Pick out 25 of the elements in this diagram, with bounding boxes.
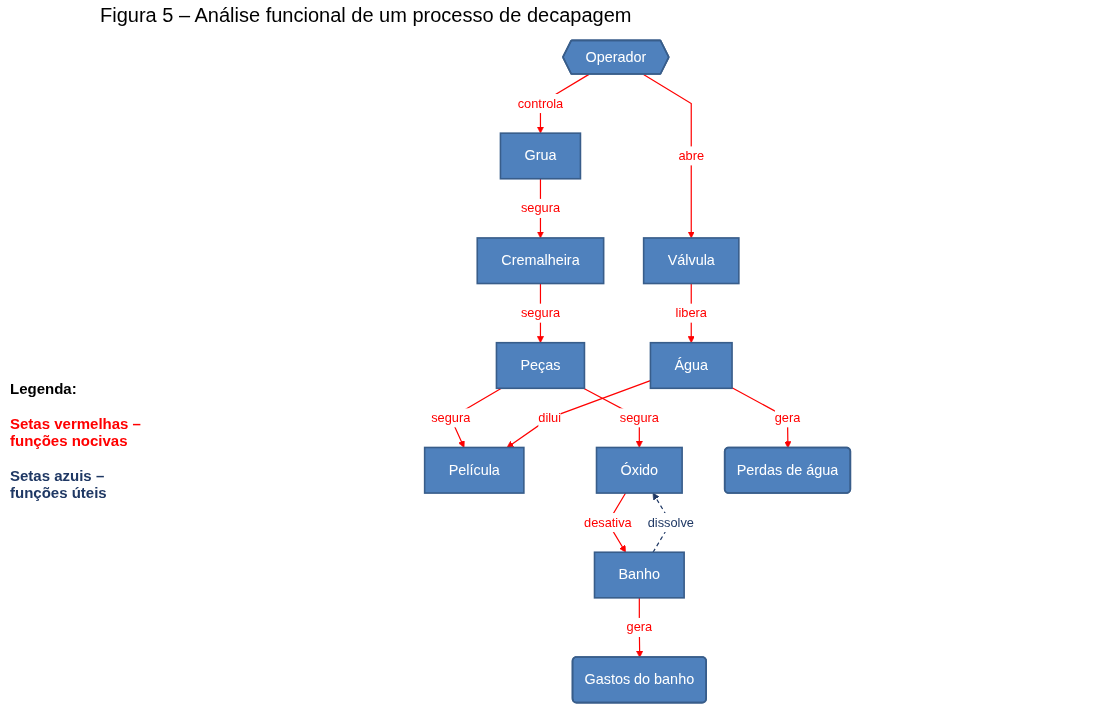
node-box: Banho <box>593 551 685 599</box>
node-box: Água <box>649 341 733 390</box>
edge-label: desativa <box>584 515 632 530</box>
edge-label: segura <box>431 410 471 425</box>
edge-label: segura <box>520 305 561 320</box>
legend-entry: Setas azuis – funções úteis <box>10 467 108 501</box>
legend-entry: Setas vermelhas – funções nocivas <box>10 415 142 449</box>
arrow <box>642 73 695 239</box>
node-box: Grua <box>499 132 582 180</box>
edge-label: controla <box>517 96 564 110</box>
edge-label: libera <box>675 305 707 320</box>
edge-label: segura <box>619 410 659 425</box>
node-box: Válvula <box>642 237 740 285</box>
node-box: Peças <box>495 341 586 390</box>
node-box: Película <box>423 446 525 494</box>
edge-label: dilui <box>538 410 562 425</box>
edge-label: gera <box>626 620 653 634</box>
edge-label: dissolve <box>647 515 694 530</box>
figure-title: Figura 5 – Análise funcional de um processo de decapagem <box>100 4 632 27</box>
node-box: Cremalheira <box>476 237 605 285</box>
node-box: Óxido <box>595 446 683 494</box>
edge-label: gera <box>774 410 801 425</box>
legend-heading: Legenda: <box>10 380 78 397</box>
edge-label: segura <box>520 201 561 215</box>
edge-label: abre <box>678 148 705 163</box>
